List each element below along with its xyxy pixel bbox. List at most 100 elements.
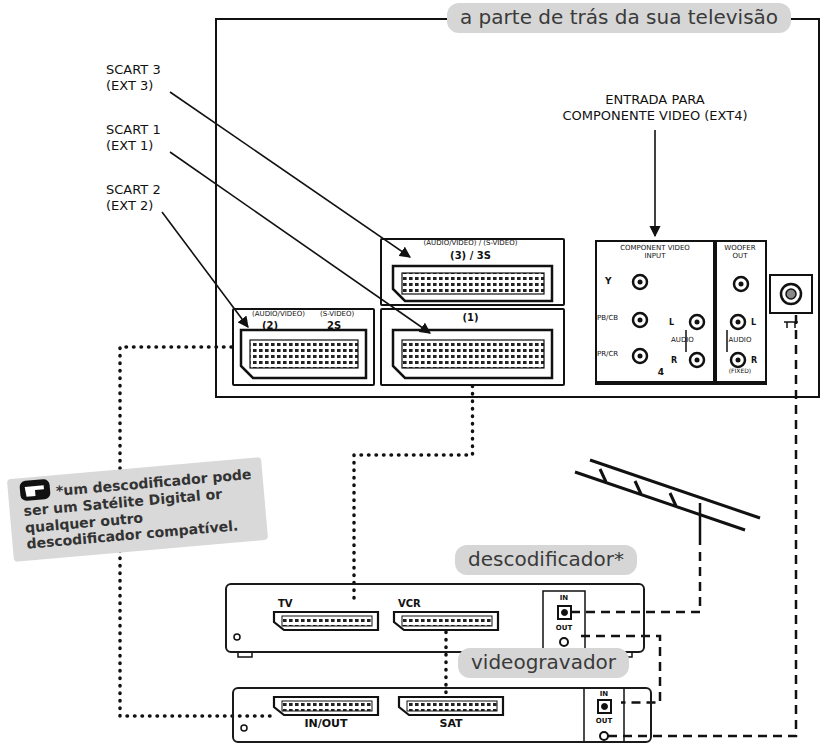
scart-socket: (AUDIO/VIDEO) (S-VIDEO) (2) 2S	[232, 308, 375, 386]
callout-label: SCART 2 (EXT 2)	[106, 182, 176, 213]
connector-label: (FIXED)	[716, 368, 764, 375]
drawing-part	[282, 701, 372, 711]
note-box: *um descodificador pode ser um Satélite …	[7, 457, 268, 562]
drawing-part	[602, 704, 608, 710]
connector-label: (3) / 3S	[384, 250, 557, 262]
drawing-part	[402, 273, 544, 294]
scart-socket: IN/OUT	[270, 695, 382, 737]
connector-label: OUT	[548, 624, 580, 632]
drawing-part	[407, 701, 497, 711]
connector-label: 2S	[327, 320, 357, 332]
tv-back-panel: (AUDIO/VIDEO) / (S-VIDEO)(3) / 3S(AUDIO/…	[215, 18, 820, 398]
drawing-part	[543, 591, 585, 651]
vcr-box: IN/OUTSATINOUTvideogravador	[232, 687, 652, 743]
connector-label: (AUDIO/VIDEO) / (S-VIDEO)	[384, 239, 557, 247]
antenna	[575, 460, 760, 545]
drawing-part	[731, 315, 745, 329]
drawing-part	[739, 282, 744, 287]
drawing-part	[584, 688, 624, 742]
scart-plug	[241, 266, 552, 378]
drawing-part	[600, 732, 608, 740]
drawing-part	[274, 612, 378, 630]
heading-tag: a parte de trás da sua televisão	[447, 3, 791, 33]
scart-socket: TV	[270, 598, 382, 632]
drawing-part	[575, 472, 745, 530]
drawing-part	[590, 460, 760, 518]
connector-label: (S-VIDEO)	[320, 310, 368, 318]
scart-socket: SAT	[395, 695, 507, 737]
drawing-part	[600, 469, 606, 482]
drawing-part	[695, 320, 700, 325]
drawing-part	[670, 493, 676, 506]
drawing-part	[560, 638, 568, 646]
connector-label: R	[671, 356, 681, 365]
drawing-part	[786, 289, 796, 299]
drawing-part	[638, 318, 643, 323]
drawing-part	[25, 485, 45, 497]
decoder-box: TVVCRINOUTdescodificador*	[225, 583, 645, 653]
connector-label: IN/OUT	[274, 718, 378, 731]
woofer-audio-panel: WOOFER OUTLAUDIOR(FIXED)	[715, 240, 767, 385]
rca-jack	[633, 275, 748, 367]
rf-socket: OUT	[548, 622, 581, 650]
connector-label: SAT	[399, 718, 503, 731]
connector-label: VCR	[398, 598, 438, 610]
drawing-part	[393, 330, 552, 378]
heading-tag: videogravador	[458, 648, 629, 678]
connector-label: OUT	[588, 717, 620, 725]
drawing-part	[241, 725, 247, 731]
connector-label: PR/CR	[597, 350, 631, 358]
heading-tag: descodificador*	[455, 545, 637, 575]
drawing-part	[402, 340, 544, 368]
drawing-part	[699, 503, 702, 545]
connector-label: (1)	[384, 312, 557, 324]
drawing-part	[241, 330, 366, 378]
connector-label: L	[751, 318, 761, 327]
drawing-part	[282, 616, 372, 626]
drawing-part	[726, 330, 728, 352]
connector-label: AUDIO	[671, 336, 707, 344]
drawing-part	[399, 697, 503, 715]
drawing-part	[562, 610, 568, 616]
drawing-part	[638, 280, 643, 285]
connector-label: R	[751, 356, 761, 365]
drawing-part	[402, 616, 492, 626]
connector-label: IN	[548, 594, 580, 602]
callout-label: SCART 1 (EXT 1)	[106, 122, 176, 153]
drawing-part	[19, 479, 51, 502]
drawing-part	[394, 612, 498, 630]
drawing-part	[170, 92, 410, 257]
connector-label: WOOFER OUT	[718, 244, 762, 260]
drawing-part	[635, 481, 641, 494]
connector-label: TV	[278, 598, 308, 610]
drawing-part	[393, 266, 552, 301]
drawing-part	[633, 349, 647, 363]
connector-label: (2)	[262, 320, 292, 332]
drawing-part	[736, 320, 741, 325]
drawing-part	[736, 358, 741, 363]
scart-socket: (AUDIO/VIDEO) / (S-VIDEO) (3) / 3S	[380, 238, 565, 306]
scart-cable	[444, 632, 448, 695]
callout-label: ENTRADA PARA COMPONENTE VIDEO (EXT4)	[560, 92, 750, 123]
drawing-part	[695, 358, 700, 363]
antenna-socket	[770, 275, 812, 328]
rf-socket: OUT	[588, 716, 621, 742]
drawing-part	[234, 634, 240, 640]
scart-socket: (1)	[380, 308, 565, 386]
callout-label: SCART 3 (EXT 3)	[106, 62, 176, 93]
drawing-part	[558, 606, 571, 619]
drawing-part	[598, 700, 611, 713]
drawing-part	[731, 353, 745, 367]
connector-label: (AUDIO/VIDEO)	[252, 310, 316, 318]
drawing-part	[274, 697, 378, 715]
connector-label: L	[669, 318, 679, 327]
drawing-part	[690, 353, 704, 367]
vcr-detail	[241, 688, 624, 742]
jack-pin	[638, 280, 744, 363]
drawing-part	[654, 130, 656, 236]
drawing-part	[633, 313, 647, 327]
drawing-part	[250, 340, 358, 368]
connector-label: PB/CB	[597, 314, 631, 322]
